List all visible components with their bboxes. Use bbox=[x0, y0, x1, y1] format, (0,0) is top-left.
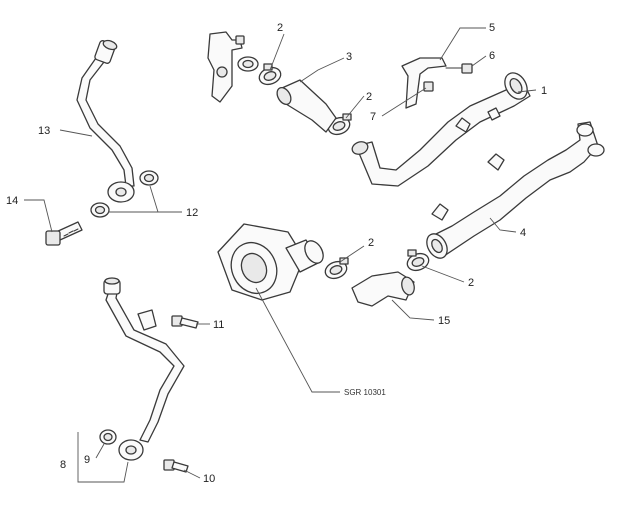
callout-4: 4 bbox=[520, 227, 526, 239]
part-10-bolt[interactable] bbox=[163, 459, 189, 473]
callout-8: 8 bbox=[60, 459, 66, 471]
callout-labels: 1 2 2 2 2 3 4 5 6 7 8 9 10 11 12 13 14 1… bbox=[6, 22, 547, 485]
callout-2d: 2 bbox=[468, 277, 474, 289]
thermostat-housing[interactable] bbox=[217, 223, 327, 301]
part-11-bolt[interactable] bbox=[171, 315, 199, 329]
mounting-bracket-upper[interactable] bbox=[207, 31, 259, 103]
part-2-hose-clamp-c[interactable] bbox=[323, 257, 349, 281]
part-2-hose-clamp-a[interactable] bbox=[257, 63, 283, 87]
part-6-nut[interactable] bbox=[445, 63, 473, 74]
callout-5: 5 bbox=[489, 22, 495, 34]
leader-lines bbox=[24, 27, 537, 483]
part-15-elbow-hose[interactable] bbox=[351, 271, 416, 307]
part-4-coolant-pipe-lower[interactable] bbox=[423, 121, 605, 262]
part-9-o-ring[interactable] bbox=[99, 429, 117, 445]
callout-10: 10 bbox=[203, 473, 215, 485]
part-2-hose-clamp-d[interactable] bbox=[405, 249, 431, 273]
part-5-pipe-bracket[interactable] bbox=[401, 57, 447, 109]
callout-15: 15 bbox=[438, 315, 450, 327]
part-8-lower-oil-pipe[interactable] bbox=[103, 277, 185, 461]
part-14-banjo-bolt[interactable] bbox=[45, 221, 83, 246]
callout-2a: 2 bbox=[277, 22, 283, 34]
callout-2c: 2 bbox=[368, 237, 374, 249]
callout-11: 11 bbox=[213, 319, 224, 331]
callout-13: 13 bbox=[38, 125, 50, 137]
part-13-upper-oil-pipe[interactable] bbox=[76, 39, 135, 203]
callout-2b: 2 bbox=[366, 91, 372, 103]
callout-6: 6 bbox=[489, 50, 495, 62]
part-12-sealing-washers[interactable] bbox=[90, 170, 159, 218]
callout-3: 3 bbox=[346, 51, 352, 63]
callout-14: 14 bbox=[6, 195, 18, 207]
callout-12: 12 bbox=[186, 207, 198, 219]
reference-label: SGR 10301 bbox=[344, 388, 386, 397]
part-3-rubber-hose[interactable] bbox=[274, 79, 337, 133]
callout-1: 1 bbox=[541, 85, 547, 97]
callout-7: 7 bbox=[370, 111, 376, 123]
part-7-bolt[interactable] bbox=[423, 81, 434, 92]
part-1-coolant-pipe[interactable] bbox=[350, 69, 531, 187]
callout-9: 9 bbox=[84, 454, 90, 466]
